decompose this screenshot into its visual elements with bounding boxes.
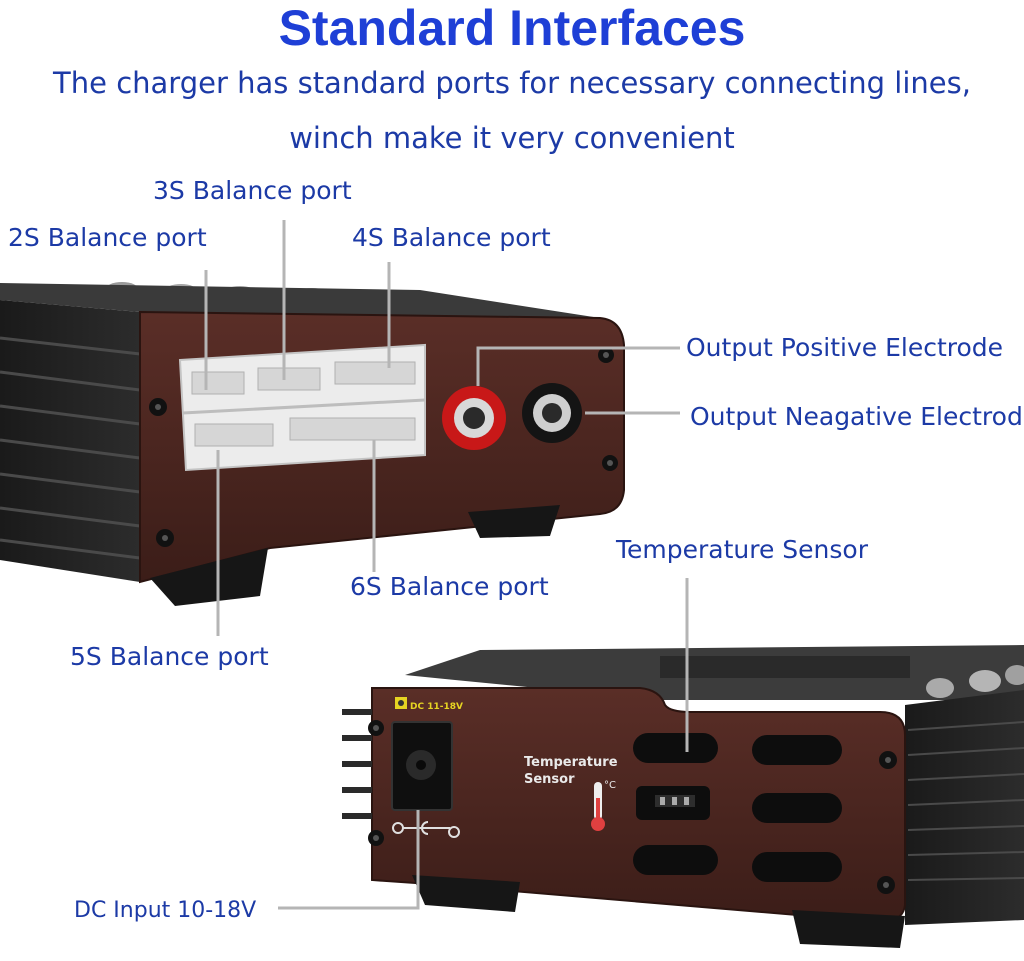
label-dc-input: DC Input 10-18V xyxy=(74,898,257,923)
output-positive-jack xyxy=(442,386,506,450)
leader-lines xyxy=(204,220,689,910)
label-output-negative: Output Neagative Electrode xyxy=(690,402,1024,431)
label-4s-balance-port: 4S Balance port xyxy=(352,223,551,252)
subtitle-line-2: winch make it very convenient xyxy=(289,121,735,155)
temp-marking-line1: Temperature xyxy=(524,755,618,770)
bottom-charger: DC 11-18V Temperature Sensor °C xyxy=(342,645,1024,948)
temp-unit-marking: °C xyxy=(604,780,616,791)
dc-rating-marking: DC 11-18V xyxy=(410,702,463,712)
thermometer-icon xyxy=(591,782,605,831)
label-5s-balance-port: 5S Balance port xyxy=(70,642,269,671)
subtitle-line-1: The charger has standard ports for neces… xyxy=(53,66,971,100)
output-negative-jack xyxy=(522,383,582,443)
temperature-sensor-port xyxy=(636,786,710,820)
label-3s-balance-port: 3S Balance port xyxy=(153,176,352,205)
label-6s-balance-port: 6S Balance port xyxy=(350,572,549,601)
label-temperature-sensor: Temperature Sensor xyxy=(616,535,869,564)
dc-input-jack xyxy=(391,721,453,811)
vent-slots xyxy=(633,733,842,882)
temp-marking-line2: Sensor xyxy=(524,772,575,787)
label-2s-balance-port: 2S Balance port xyxy=(8,223,207,252)
page-title: Standard Interfaces xyxy=(278,0,746,56)
polarity-symbol xyxy=(392,821,460,838)
label-output-positive: Output Positive Electrode xyxy=(686,333,1004,362)
top-charger xyxy=(0,282,625,606)
